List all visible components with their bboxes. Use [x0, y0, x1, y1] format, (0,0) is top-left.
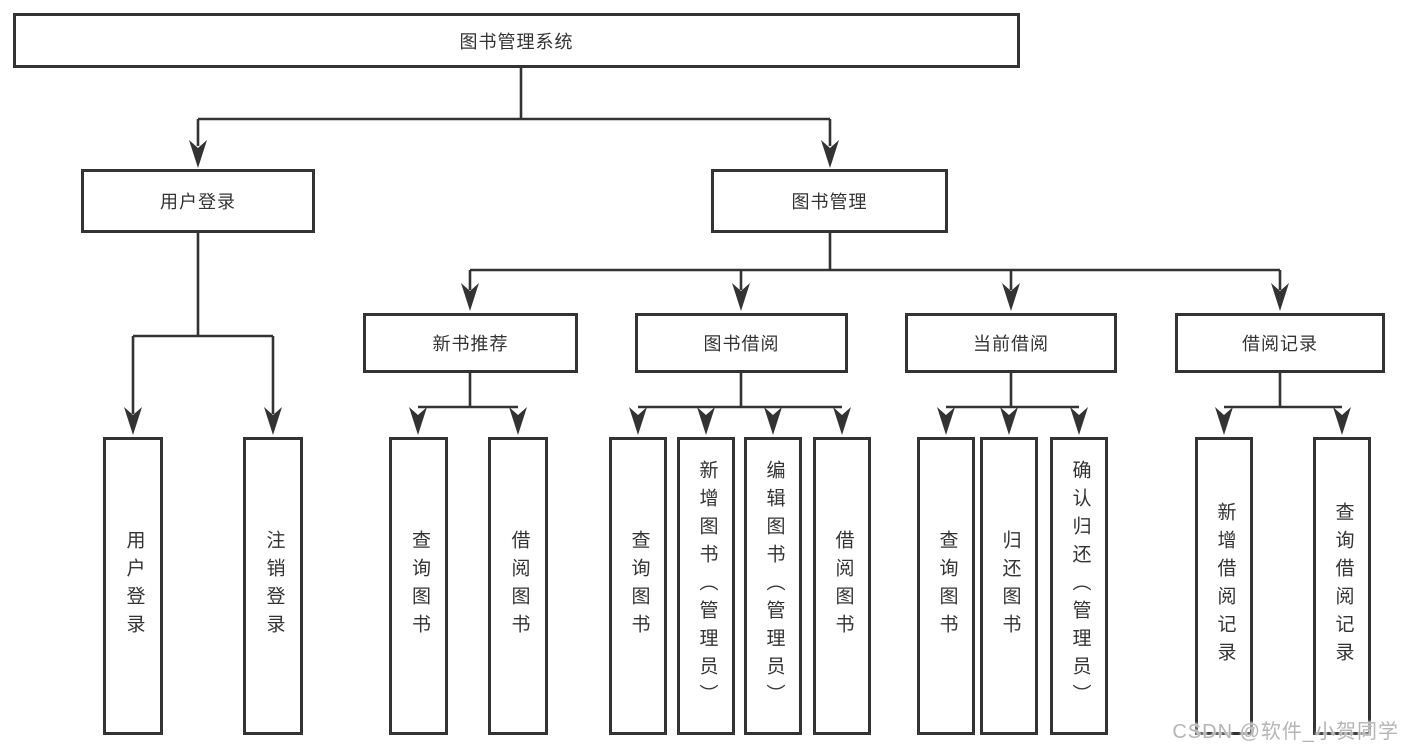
leaf-label: 借阅图书 — [508, 530, 530, 642]
leaf-bb-edit-book-admin: 编辑图书（管理员） — [744, 437, 802, 735]
leaf-bb-query-book: 查询图书 — [609, 437, 667, 735]
node-library-management-system: 图书管理系统 — [13, 13, 1020, 68]
leaf-cb-confirm-return-admin: 确认归还（管理员） — [1050, 437, 1108, 735]
watermark: CSDN @软件_小贺同学 — [1172, 721, 1399, 743]
node-book-management: 图书管理 — [711, 169, 948, 233]
leaf-logout: 注销登录 — [243, 437, 303, 735]
leaf-bb-borrow-book: 借阅图书 — [813, 437, 871, 735]
leaf-nb-query-book: 查询图书 — [389, 437, 448, 735]
node-label: 图书借阅 — [703, 334, 780, 354]
leaf-label: 注销登录 — [263, 530, 285, 642]
leaf-label: 新增借阅记录 — [1214, 502, 1236, 670]
leaf-label: 编辑图书（管理员） — [763, 460, 785, 712]
leaf-label: 查询借阅记录 — [1332, 502, 1354, 670]
leaf-label: 查询图书 — [628, 530, 650, 642]
node-borrow-records: 借阅记录 — [1175, 313, 1385, 373]
leaf-label: 查询图书 — [408, 530, 430, 642]
leaf-bb-add-book-admin: 新增图书（管理员） — [677, 437, 735, 735]
node-label: 当前借阅 — [973, 334, 1049, 354]
leaf-br-add-record: 新增借阅记录 — [1195, 437, 1253, 735]
leaf-cb-return-book: 归还图书 — [980, 437, 1038, 735]
arrowheads — [124, 140, 1351, 435]
node-user-login: 用户登录 — [81, 169, 315, 233]
leaf-label: 用户登录 — [123, 530, 145, 642]
node-label: 图书管理 — [791, 192, 868, 212]
node-book-borrow: 图书借阅 — [635, 313, 848, 373]
leaf-label: 归还图书 — [999, 530, 1021, 642]
leaf-label: 查询图书 — [936, 530, 958, 642]
leaf-br-query-record: 查询借阅记录 — [1313, 437, 1371, 735]
node-label: 新书推荐 — [432, 334, 509, 354]
leaf-user-login: 用户登录 — [103, 437, 163, 735]
leaf-label: 新增图书（管理员） — [696, 460, 718, 712]
leaf-label: 确认归还（管理员） — [1069, 460, 1091, 712]
leaf-nb-borrow-book: 借阅图书 — [488, 437, 548, 735]
node-label: 图书管理系统 — [459, 31, 574, 52]
node-label: 借阅记录 — [1242, 334, 1318, 354]
node-new-book-recommend: 新书推荐 — [363, 313, 578, 373]
leaf-cb-query-book: 查询图书 — [917, 437, 975, 735]
node-current-borrow: 当前借阅 — [905, 313, 1117, 373]
node-label: 用户登录 — [160, 192, 236, 212]
leaf-label: 借阅图书 — [832, 530, 854, 642]
